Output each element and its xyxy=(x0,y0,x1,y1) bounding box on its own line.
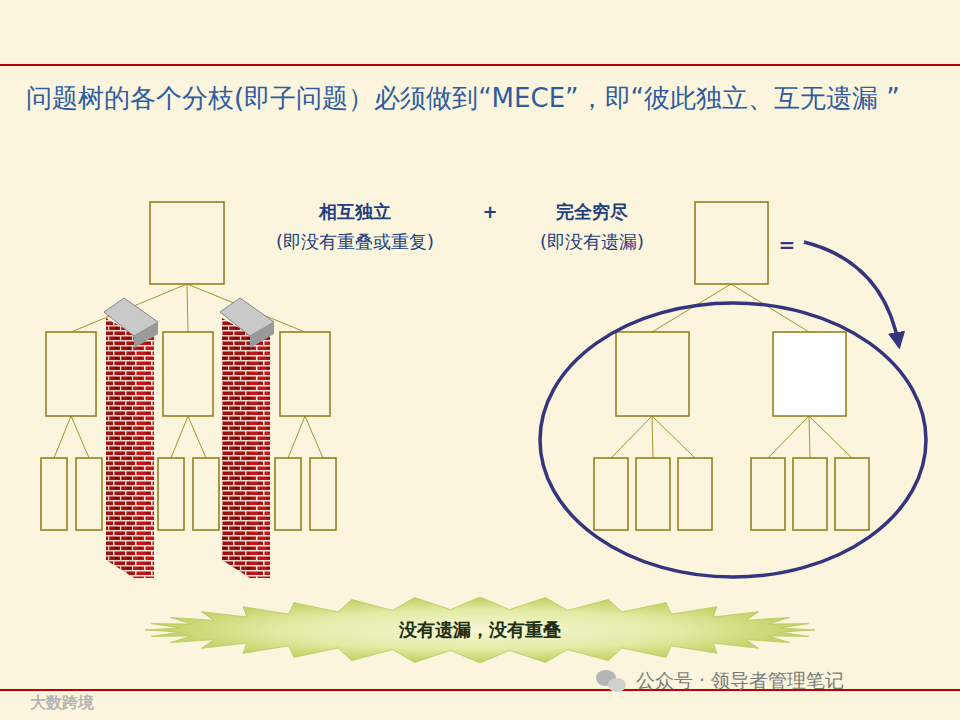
slide-title: 问题树的各个分枝(即子问题）必须做到“MECE”，即“彼此独立、互无遗漏 ” xyxy=(26,80,931,116)
brick-wall xyxy=(104,298,158,578)
heading-label: 相互独立 xyxy=(319,200,391,223)
brick-wall xyxy=(220,298,274,578)
wechat-icon xyxy=(596,670,626,692)
heading-label: 完全穷尽 xyxy=(556,200,628,223)
note-label: (即没有遗漏) xyxy=(540,230,644,253)
plus-sign: + xyxy=(482,200,497,223)
note-label: (即没有重叠或重复) xyxy=(276,230,434,253)
equals-sign: = xyxy=(779,232,796,258)
watermark: 大数跨境 xyxy=(30,693,94,714)
curved-arrow xyxy=(804,242,899,346)
empty-boxes xyxy=(41,202,869,530)
group-ellipse xyxy=(540,303,926,577)
starburst-band: 没有遗漏，没有重叠 xyxy=(145,597,815,663)
watermark: 公众号 · 领导者管理笔记 xyxy=(636,668,844,693)
band-text: 没有遗漏，没有重叠 xyxy=(399,618,561,642)
tree-lines xyxy=(54,284,852,458)
rule-line xyxy=(0,64,960,66)
